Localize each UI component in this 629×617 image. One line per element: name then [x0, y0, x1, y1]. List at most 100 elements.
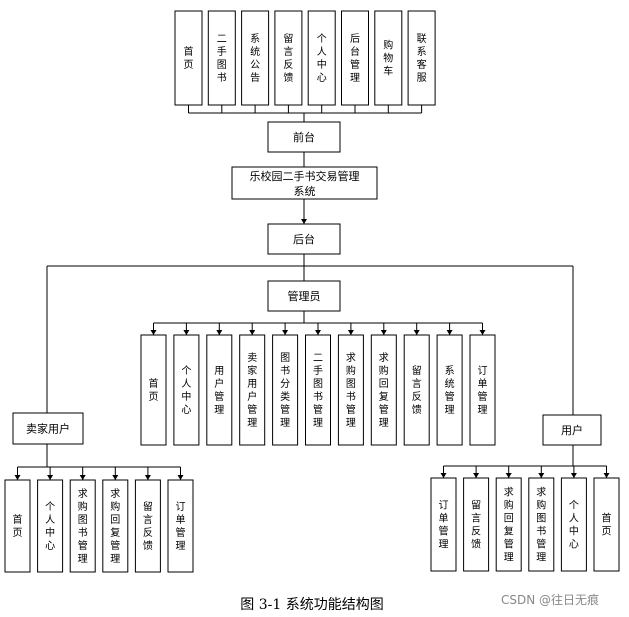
user-box [542, 414, 602, 446]
user-item-arrow [505, 473, 512, 478]
admin-item-10-label: 订单管理 [478, 365, 488, 416]
admin-item-7 [370, 334, 397, 446]
user-item-2 [495, 477, 522, 572]
user-box-label: 用户 [561, 423, 583, 437]
admin-item-arrow [479, 330, 486, 335]
front-box-label: 前台 [293, 130, 315, 144]
seller-item-4-label: 留言反馈 [143, 500, 153, 552]
admin-item-3-label: 卖家用户管理 [247, 352, 257, 429]
admin-item-2-label: 用户管理 [214, 366, 224, 416]
front-item-0 [174, 10, 203, 106]
admin-item-4-label: 图书分类管理 [280, 352, 290, 429]
admin-item-arrow [216, 330, 223, 335]
seller-item-1 [37, 479, 64, 573]
back-arrow [301, 219, 307, 224]
front-item-3-label: 留言反馈 [283, 32, 293, 84]
diagram-boxes: 首页二手图书系统公告留言反馈个人中心后台管理购物车联系客服前台乐校园二手书交易管… [4, 10, 620, 573]
admin-item-9 [436, 334, 463, 446]
admin-item-9-label: 系统管理 [445, 365, 455, 416]
admin-item-arrow [347, 330, 354, 335]
user-item-arrow [570, 473, 577, 478]
admin-item-0 [140, 334, 167, 446]
seller-item-0 [4, 479, 31, 573]
user-item-5 [593, 477, 620, 572]
seller-item-2-label: 求购图书管理 [78, 488, 88, 565]
admin-item-6 [337, 334, 364, 446]
seller-box [12, 412, 84, 445]
admin-item-8-label: 留言反馈 [412, 364, 422, 416]
seller-item-arrow [79, 475, 86, 480]
user-item-arrow [473, 473, 480, 478]
figure-caption: 图 3-1 系统功能结构图 [240, 597, 383, 613]
user-item-0-label: 订单管理 [439, 500, 449, 551]
front-item-3 [274, 10, 303, 106]
seller-item-3-label: 求购回复管理 [110, 488, 120, 565]
front-item-6 [374, 10, 403, 106]
seller-item-5 [167, 479, 194, 573]
user-item-arrow [538, 473, 545, 478]
admin-item-6-label: 求购图书管理 [346, 352, 356, 429]
admin-item-10 [469, 334, 496, 446]
user-item-2-label: 求购回复管理 [504, 487, 514, 564]
seller-item-1-label: 个人中心 [45, 501, 55, 552]
seller-item-3 [102, 479, 129, 573]
front-item-6-label: 购物车 [383, 39, 393, 78]
front-item-4 [307, 10, 336, 106]
user-item-0 [430, 477, 457, 572]
admin-item-0-label: 首页 [149, 377, 159, 403]
user-item-3 [528, 477, 555, 572]
seller-item-arrow [112, 475, 119, 480]
front-item-7-label: 联系客服 [417, 33, 427, 84]
front-item-4-label: 个人中心 [317, 33, 327, 84]
seller-item-arrow [47, 475, 54, 480]
seller-box-label: 卖家用户 [26, 422, 70, 436]
admin-item-5 [305, 334, 331, 446]
system-label-line2: 系统 [294, 185, 316, 198]
user-item-arrow [603, 473, 610, 478]
system-label-line1: 乐校园二手书交易管理 [250, 169, 360, 183]
admin-item-arrow [150, 330, 157, 335]
seller-item-0-label: 首页 [13, 513, 23, 539]
admin-item-arrow [183, 330, 190, 335]
seller-item-5-label: 订单管理 [176, 501, 186, 552]
admin-box [267, 280, 341, 312]
front-item-1 [207, 10, 236, 106]
user-item-4-label: 个人中心 [569, 500, 579, 551]
system-box [231, 166, 378, 200]
admin-item-4 [272, 334, 299, 446]
back-box [267, 223, 341, 255]
admin-item-arrow [282, 330, 289, 335]
front-item-7 [407, 10, 436, 106]
front-item-5-label: 后台管理 [350, 33, 360, 84]
admin-item-7-label: 求购回复管理 [379, 352, 389, 429]
admin-item-8 [403, 334, 430, 446]
admin-item-3 [239, 334, 266, 446]
front-box [267, 121, 341, 153]
seller-item-arrow [144, 475, 151, 480]
seller-item-arrow [177, 475, 184, 480]
admin-item-1 [173, 334, 200, 446]
front-item-2-label: 系统公告 [250, 33, 260, 84]
watermark: CSDN @往日无痕 [501, 592, 599, 607]
user-item-4 [560, 477, 587, 572]
user-item-1 [463, 477, 490, 572]
seller-item-4 [134, 479, 161, 573]
user-item-3-label: 求购图书管理 [536, 487, 546, 564]
seller-item-arrow [14, 475, 21, 480]
admin-item-arrow [413, 330, 420, 335]
back-box-label: 后台 [293, 232, 315, 246]
seller-item-2 [69, 479, 96, 573]
front-item-1-label: 二手图书 [217, 34, 227, 84]
user-item-arrow [440, 473, 447, 478]
admin-item-arrow [446, 330, 453, 335]
user-item-5-label: 首页 [602, 512, 612, 538]
user-item-1-label: 留言反馈 [471, 499, 481, 551]
admin-item-5-label: 二手图书管理 [313, 353, 323, 429]
front-item-0-label: 首页 [184, 45, 194, 71]
admin-item-arrow [249, 330, 256, 335]
admin-item-arrow [315, 330, 321, 335]
front-item-2 [241, 10, 270, 106]
front-item-5 [341, 10, 369, 106]
admin-item-2 [206, 334, 233, 446]
